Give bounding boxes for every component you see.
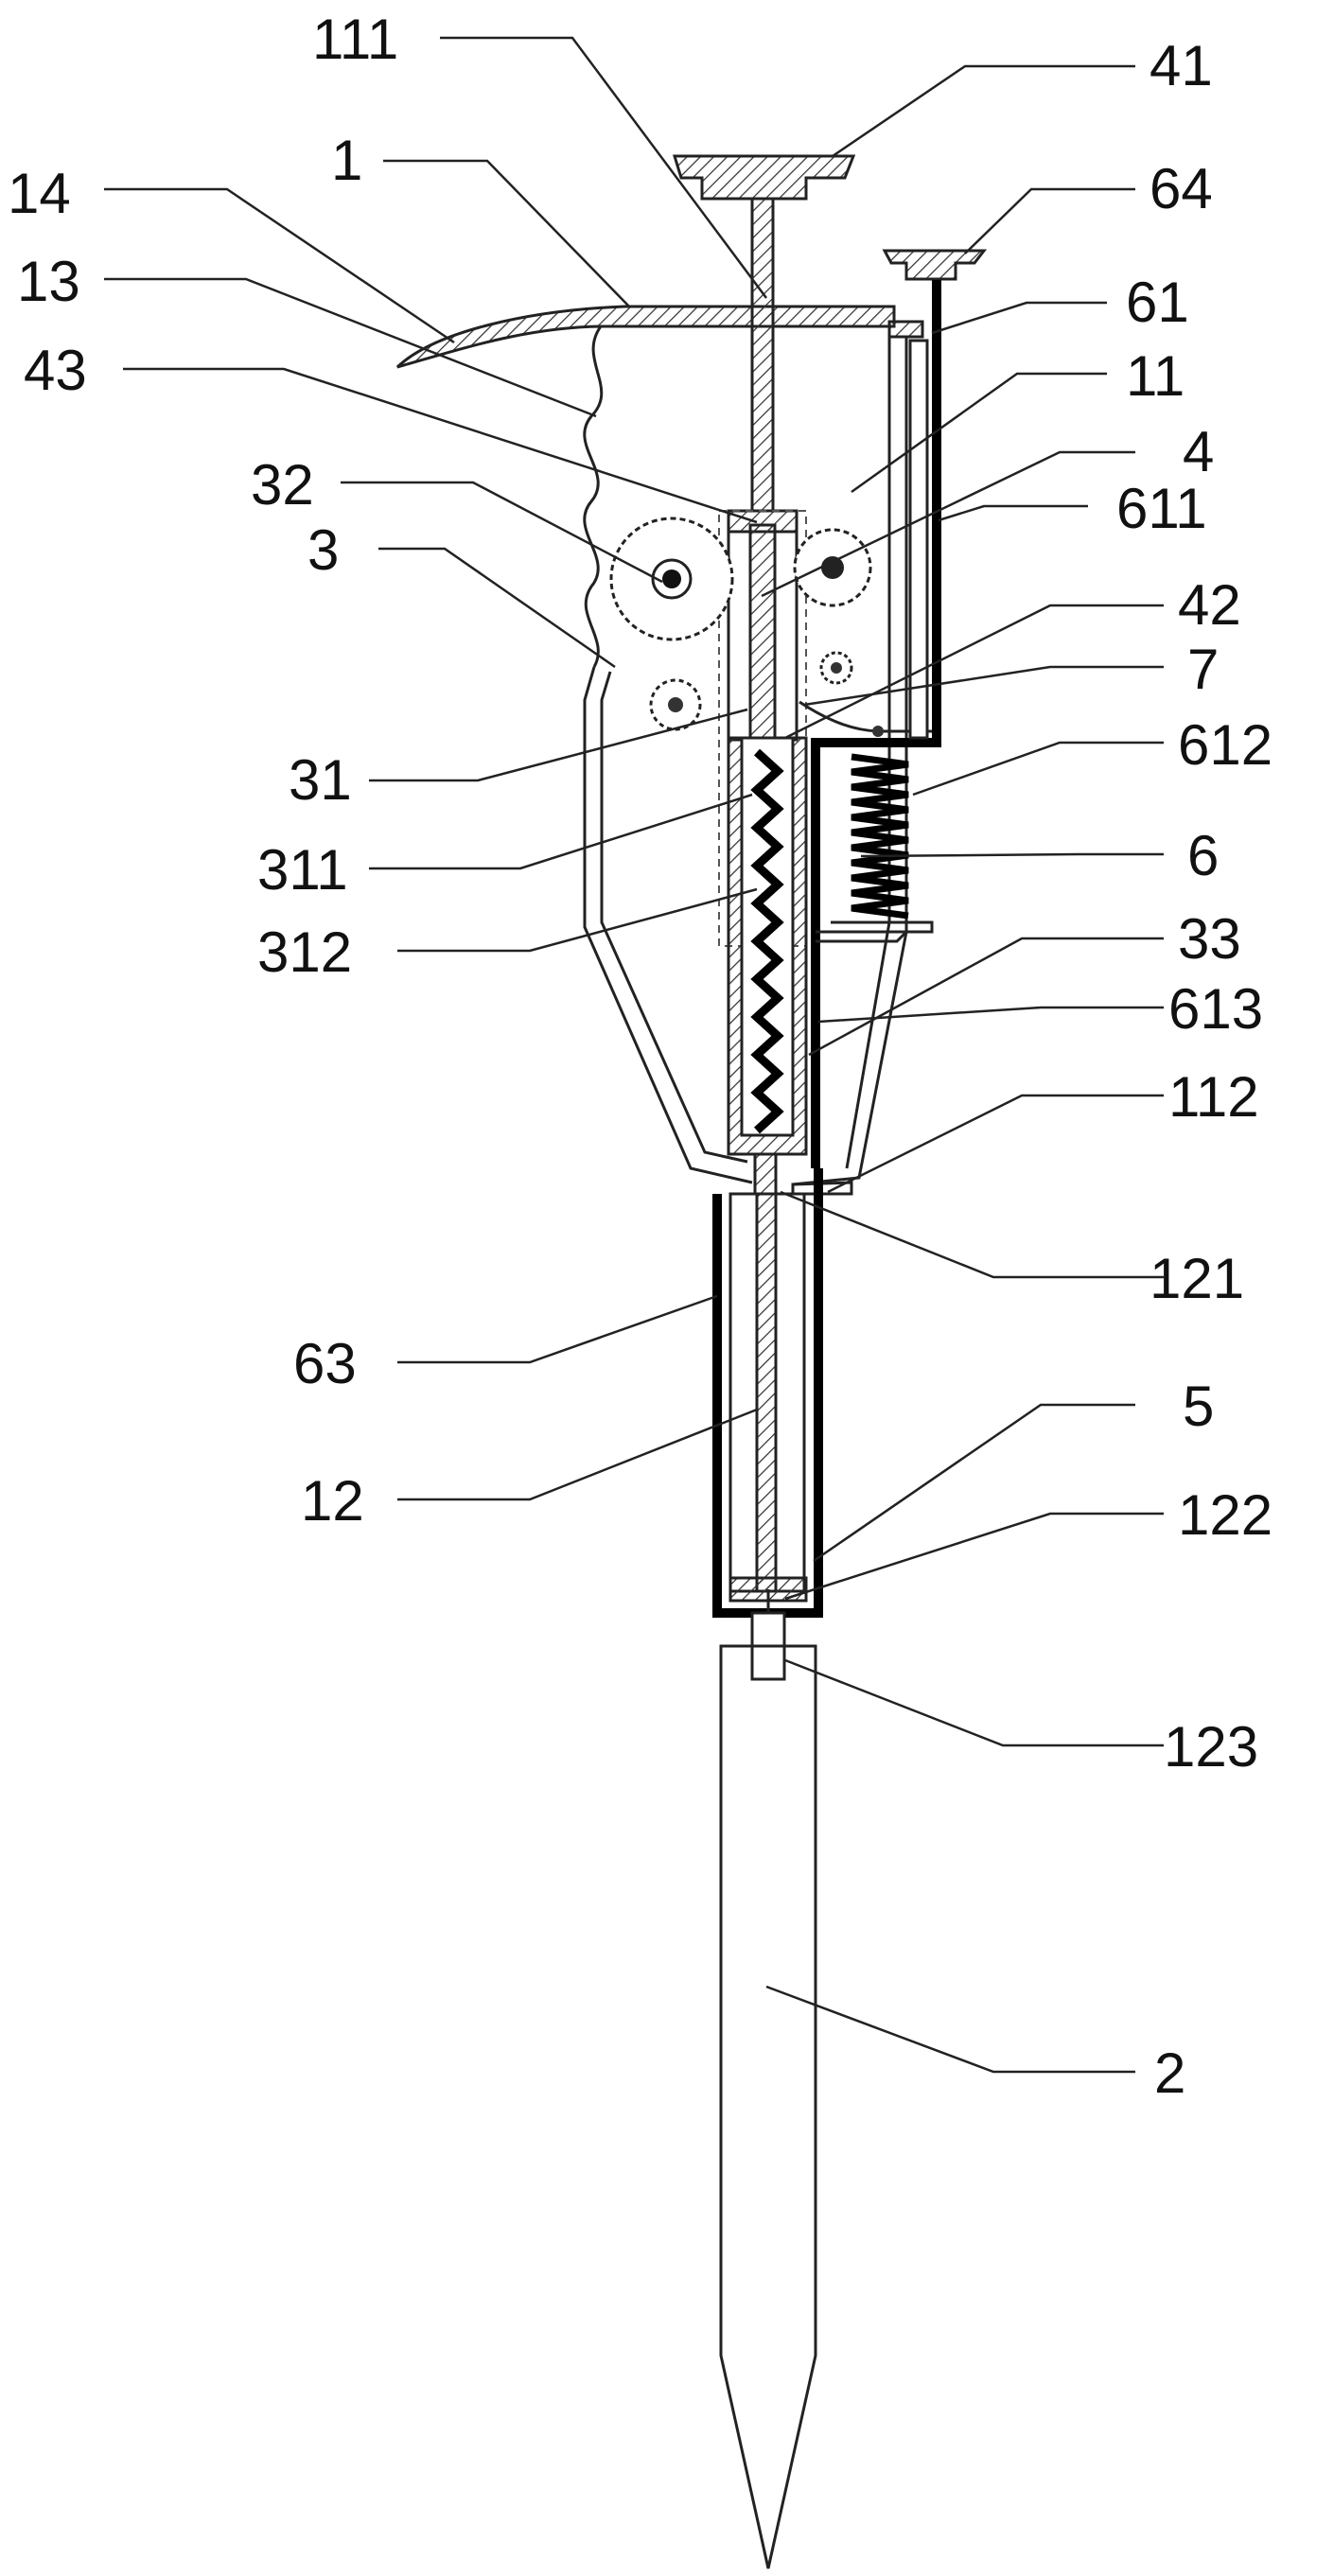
label-611: 611 [1116, 477, 1207, 540]
label-612: 612 [1178, 713, 1273, 777]
wavy-grip-edge [583, 325, 604, 668]
lower-tube [712, 1168, 823, 1681]
label-311: 311 [257, 838, 348, 902]
label-64: 64 [1150, 157, 1213, 220]
label-31: 31 [289, 748, 352, 812]
label-11: 11 [1126, 344, 1185, 408]
label-33: 33 [1178, 907, 1241, 971]
large-gear-left-axle [662, 570, 681, 588]
pipette-tip [719, 1644, 817, 2569]
return-spring [851, 753, 909, 920]
ejector-guide [908, 339, 929, 740]
plunger-button [672, 154, 856, 201]
wire-knot [872, 726, 884, 737]
label-2: 2 [1154, 2042, 1185, 2105]
label-3: 3 [307, 518, 339, 582]
small-gear-left-hub [668, 697, 683, 712]
label-43: 43 [24, 339, 87, 402]
tip-body [719, 1644, 817, 2569]
top-cap-step [887, 320, 924, 339]
label-122: 122 [1178, 1483, 1273, 1547]
leader-lines [104, 36, 1164, 2074]
piston-inner-rod [748, 523, 777, 749]
label-4: 4 [1183, 420, 1214, 483]
label-312: 312 [257, 920, 352, 984]
large-gear-right-hub [821, 556, 844, 579]
label-121: 121 [1150, 1247, 1244, 1310]
plunger-rod-upper [750, 197, 775, 513]
label-123: 123 [1164, 1715, 1258, 1779]
label-1: 1 [331, 129, 362, 192]
label-13: 13 [17, 250, 80, 313]
large-gear-left-hub [651, 558, 693, 600]
small-gear-right-hub [831, 662, 842, 674]
label-6: 6 [1187, 824, 1219, 887]
gears [609, 517, 937, 737]
housing-right-wall-inner [845, 337, 891, 1169]
label-12: 12 [301, 1469, 364, 1533]
label-32: 32 [251, 453, 314, 517]
ejector-link [816, 930, 910, 943]
housing [395, 305, 924, 1196]
label-7: 7 [1187, 638, 1219, 701]
housing-left-wall [583, 666, 753, 1184]
label-14: 14 [8, 162, 71, 225]
label-112: 112 [1168, 1065, 1259, 1129]
label-63: 63 [293, 1332, 357, 1395]
housing-right-wall [792, 337, 908, 1186]
top-cover-hook [395, 305, 896, 369]
label-42: 42 [1178, 573, 1241, 637]
label-613: 613 [1168, 977, 1263, 1041]
label-61: 61 [1126, 271, 1189, 334]
label-111: 111 [312, 8, 398, 71]
ejector-button [882, 249, 988, 281]
reference-labels: 111 41 64 1 14 13 61 43 11 4 32 611 3 42… [8, 8, 1273, 2105]
label-41: 41 [1150, 34, 1213, 97]
main-spring [750, 748, 784, 1134]
housing-left-wall-inner [600, 671, 748, 1164]
tube-inner-rod [755, 1192, 778, 1593]
label-5: 5 [1183, 1375, 1214, 1438]
bottom-lip [791, 1181, 853, 1196]
